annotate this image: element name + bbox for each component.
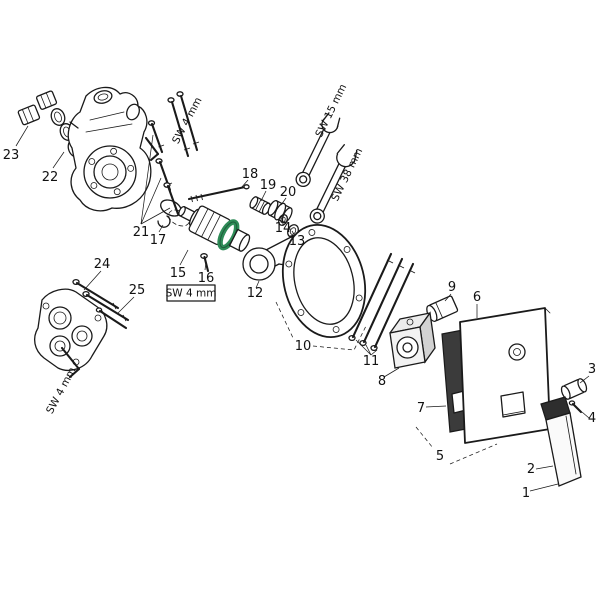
part-15-cartridge bbox=[160, 199, 251, 252]
allen-key-bottom bbox=[60, 346, 81, 379]
bracket-10-right bbox=[312, 325, 367, 351]
part-2-lever-handle bbox=[540, 396, 582, 487]
label-part-14: 14 bbox=[275, 221, 292, 236]
label-part-8: 8 bbox=[378, 374, 386, 389]
part-16-screw bbox=[200, 253, 210, 273]
label-part-21: 21 bbox=[133, 225, 150, 240]
label-part-17: 17 bbox=[150, 233, 167, 248]
part-3-bushing bbox=[560, 378, 588, 400]
label-part-3: 3 bbox=[588, 362, 596, 377]
label-part-9: 9 bbox=[448, 280, 456, 295]
bracket-5-right bbox=[449, 443, 498, 465]
leader-lines bbox=[15, 125, 590, 492]
part-11-screws bbox=[348, 252, 416, 352]
label-part-6: 6 bbox=[473, 290, 481, 305]
part-24-25-screws bbox=[72, 278, 130, 330]
part-4-screw bbox=[568, 400, 583, 414]
rough-in-valve-body bbox=[67, 86, 152, 212]
label-sw4-bottom: SW 4 mm bbox=[44, 365, 78, 416]
label-part-7: 7 bbox=[417, 401, 425, 416]
label-part-11: 11 bbox=[363, 354, 380, 369]
label-part-2: 2 bbox=[527, 462, 535, 477]
part-12-sleeve bbox=[242, 235, 300, 281]
label-sw4-screws: SW 4 mm bbox=[170, 95, 204, 146]
bracket-5-left bbox=[415, 426, 434, 449]
function-block bbox=[33, 288, 108, 371]
label-part-24: 24 bbox=[94, 257, 111, 272]
part-17-circlip bbox=[157, 215, 171, 228]
allen-key-small bbox=[144, 136, 160, 162]
sw4-box bbox=[166, 284, 216, 302]
label-part-5: 5 bbox=[436, 449, 444, 464]
label-part-4: 4 bbox=[588, 411, 596, 426]
open-end-wrench-38mm bbox=[309, 141, 361, 224]
part-9-extension bbox=[426, 295, 459, 323]
label-part-1: 1 bbox=[522, 486, 530, 501]
label-part-13: 13 bbox=[289, 234, 306, 249]
label-part-23: 23 bbox=[3, 148, 20, 163]
part-14-ring bbox=[277, 214, 289, 226]
label-part-22: 22 bbox=[42, 170, 59, 185]
part-6-escutcheon-plate bbox=[459, 307, 551, 444]
part-8-valve-block bbox=[389, 311, 436, 369]
part-20-stop-sleeve bbox=[267, 199, 293, 224]
label-part-18: 18 bbox=[242, 167, 259, 182]
part-10-mounting-ring bbox=[281, 223, 367, 339]
label-part-16: 16 bbox=[198, 271, 215, 286]
part-18-spindle bbox=[187, 184, 250, 203]
part-23-bushings bbox=[17, 90, 58, 126]
label-part-19: 19 bbox=[260, 178, 277, 193]
part-number-labels: 23 22 21 17 15 16 18 19 20 14 13 12 10 1… bbox=[3, 148, 596, 501]
part-19-adapter bbox=[249, 196, 271, 215]
label-part-12: 12 bbox=[247, 286, 264, 301]
part-21-screws bbox=[147, 91, 200, 216]
label-part-20: 20 bbox=[280, 185, 297, 200]
bracket-10-left bbox=[275, 301, 295, 341]
label-sw4-key: SW 4 mm bbox=[166, 288, 217, 300]
open-end-wrench-15mm bbox=[295, 109, 343, 188]
label-part-10: 10 bbox=[295, 339, 312, 354]
label-part-15: 15 bbox=[170, 266, 187, 281]
label-part-25: 25 bbox=[129, 283, 146, 298]
